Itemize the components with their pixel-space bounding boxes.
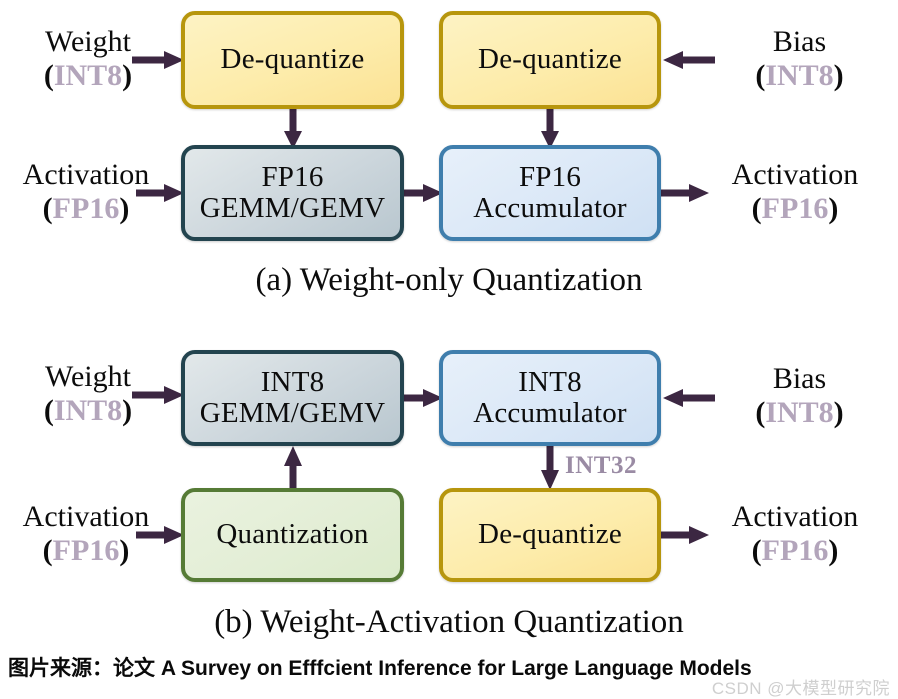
panel-b-activation-in-dtype: (FP16) [42, 533, 130, 567]
arrow-weight-to-dequantize-a [132, 49, 184, 71]
panel-b-dequantize-box[interactable]: De-quantize [439, 488, 661, 582]
arrow-dequantize-to-gemm-a [282, 107, 304, 149]
panel-a-bias-input-label: Bias (INT8) [712, 25, 887, 92]
panel-a-weight-dtype: (INT8) [43, 58, 133, 92]
panel-b-activation-in-name: Activation [22, 500, 150, 533]
panel-a-dequantize-weight-box[interactable]: De-quantize [181, 11, 404, 109]
panel-b-weight-input-label: Weight (INT8) [8, 360, 168, 427]
panel-a-bias-name: Bias [772, 25, 827, 58]
panel-a-gemm-label-line1: FP16 [261, 160, 324, 193]
panel-b-gemm-box[interactable]: INT8 GEMM/GEMV [181, 350, 404, 446]
arrow-dequantize-to-accumulator-a [539, 107, 561, 149]
panel-a-accumulator-box[interactable]: FP16 Accumulator [439, 145, 661, 241]
panel-a-activation-out-dtype: (FP16) [751, 191, 839, 225]
panel-b-accumulator-label-line1: INT8 [518, 365, 582, 398]
panel-b-bias-name: Bias [772, 362, 827, 395]
panel-a-accumulator-label-line2: Accumulator [473, 192, 627, 224]
arrow-quantization-to-gemm-b [282, 446, 304, 490]
arrow-accumulator-to-dequantize-b [539, 444, 561, 490]
arrow-gemm-to-accumulator-b [403, 387, 443, 409]
panel-a-activation-output-label: Activation (FP16) [700, 158, 890, 225]
panel-b-accumulator-label-line2: Accumulator [473, 397, 627, 429]
panel-a-activation-out-name: Activation [731, 158, 859, 191]
panel-b-accumulator-box[interactable]: INT8 Accumulator [439, 350, 661, 446]
arrow-activation-to-quantization-b [136, 524, 184, 546]
panel-b-dequantize-label: De-quantize [478, 518, 622, 551]
panel-a-bias-dtype: (INT8) [755, 58, 844, 92]
panel-b-activation-out-dtype: (FP16) [751, 533, 839, 567]
panel-b-quantization-box[interactable]: Quantization [181, 488, 404, 582]
panel-a-gemm-label-line2: GEMM/GEMV [199, 192, 386, 224]
csdn-watermark: CSDN @大模型研究院 [711, 679, 890, 698]
panel-b-weight-dtype: (INT8) [43, 393, 133, 427]
panel-a-weight-name: Weight [45, 25, 131, 58]
arrow-weight-to-gemm-b [132, 384, 184, 406]
arrow-bias-to-dequantize-a [663, 49, 715, 71]
panel-b-quantization-label: Quantization [216, 518, 369, 551]
arrow-dequantize-to-activation-b [661, 524, 709, 546]
panel-b-gemm-label-line2: GEMM/GEMV [199, 397, 386, 429]
panel-a-dequantize-bias-box[interactable]: De-quantize [439, 11, 661, 109]
panel-a-caption: (a) Weight-only Quantization [255, 262, 643, 298]
panel-b-activation-out-name: Activation [731, 500, 859, 533]
panel-a-dequantize-weight-label: De-quantize [220, 43, 365, 76]
image-source-line: 图片来源：论文 A Survey on Efffcient Inference … [8, 657, 752, 680]
arrow-activation-to-gemm-a [136, 182, 184, 204]
panel-b-bias-dtype: (INT8) [755, 395, 844, 429]
panel-a-activation-input-label: Activation (FP16) [2, 158, 170, 225]
panel-a-accumulator-label-line1: FP16 [518, 160, 582, 193]
panel-a-weight-input-label: Weight (INT8) [8, 25, 168, 92]
panel-a-dequantize-bias-label: De-quantize [478, 43, 622, 76]
arrow-bias-to-accumulator-b [663, 387, 715, 409]
arrow-accumulator-to-activation-a [661, 182, 709, 204]
panel-b-gemm-label-line1: INT8 [260, 365, 325, 398]
arrow-gemm-to-accumulator-a [403, 182, 443, 204]
panel-b-caption: (b) Weight-Activation Quantization [214, 604, 684, 640]
panel-b-activation-output-label: Activation (FP16) [700, 500, 890, 567]
panel-a-activation-in-name: Activation [22, 158, 150, 191]
edge-label-int32: INT32 [565, 452, 637, 479]
panel-b-activation-input-label: Activation (FP16) [2, 500, 170, 567]
panel-a-activation-in-dtype: (FP16) [42, 191, 130, 225]
panel-b-weight-name: Weight [45, 360, 131, 393]
panel-a-gemm-box[interactable]: FP16 GEMM/GEMV [181, 145, 404, 241]
panel-b-bias-input-label: Bias (INT8) [712, 362, 887, 429]
